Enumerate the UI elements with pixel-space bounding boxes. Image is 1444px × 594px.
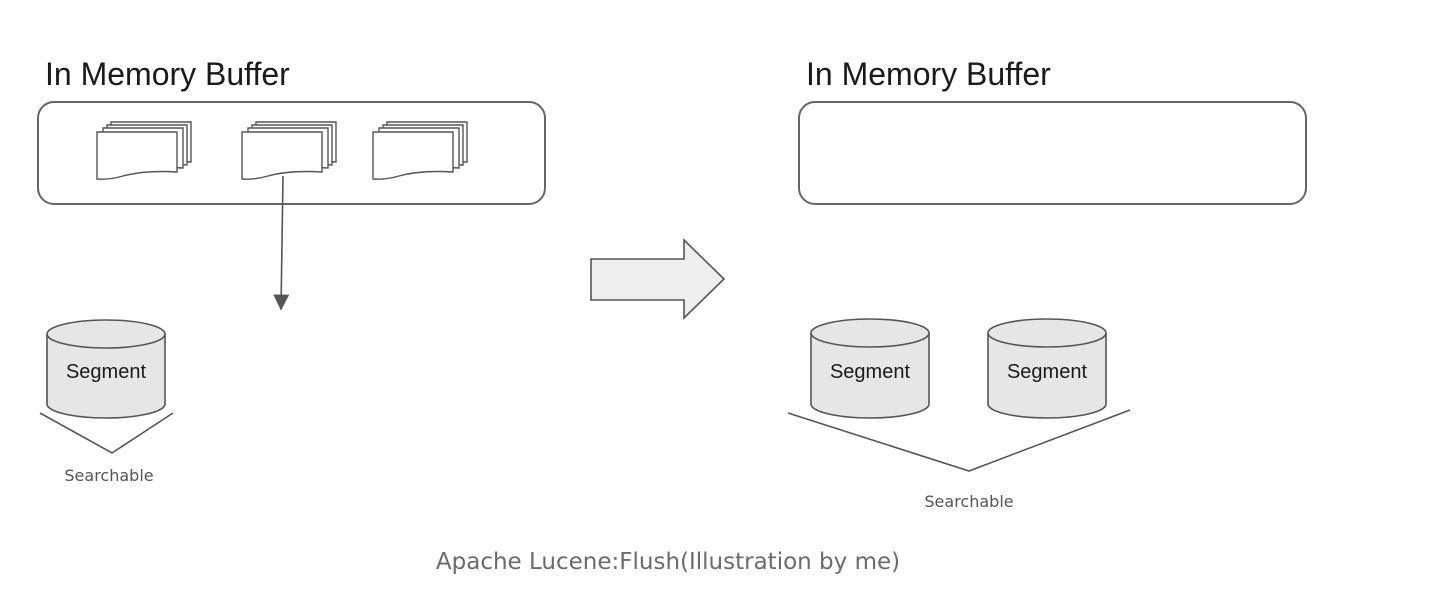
- figure-caption: Apache Lucene:Flush(Illustration by me): [436, 549, 900, 575]
- right-segment-cylinder-1: Segment: [810, 318, 930, 419]
- transition-arrow-icon: [590, 238, 726, 320]
- flush-down-arrow: [273, 175, 290, 311]
- left-searchable-label: Searchable: [64, 466, 153, 485]
- right-searchable-bracket: [787, 409, 1131, 472]
- left-panel: In Memory Buffer Segment Searchable: [37, 56, 546, 485]
- right-segment-cylinder-2: Segment: [987, 318, 1107, 419]
- document-stack-2: [241, 121, 337, 180]
- right-panel: In Memory Buffer Segment Segment Searcha…: [787, 56, 1307, 511]
- right-segment-label-2: Segment: [1007, 361, 1087, 383]
- right-segment-label-1: Segment: [830, 361, 910, 383]
- document-stack-1: [96, 121, 192, 180]
- right-buffer-title: In Memory Buffer: [806, 56, 1051, 92]
- document-stack-3: [372, 121, 468, 180]
- right-searchable-label: Searchable: [924, 492, 1013, 511]
- left-segment-label: Segment: [66, 361, 146, 383]
- right-memory-buffer-box: [798, 101, 1307, 205]
- left-searchable-bracket: [39, 412, 174, 454]
- left-segment-cylinder: Segment: [46, 319, 166, 419]
- left-buffer-title: In Memory Buffer: [45, 56, 290, 92]
